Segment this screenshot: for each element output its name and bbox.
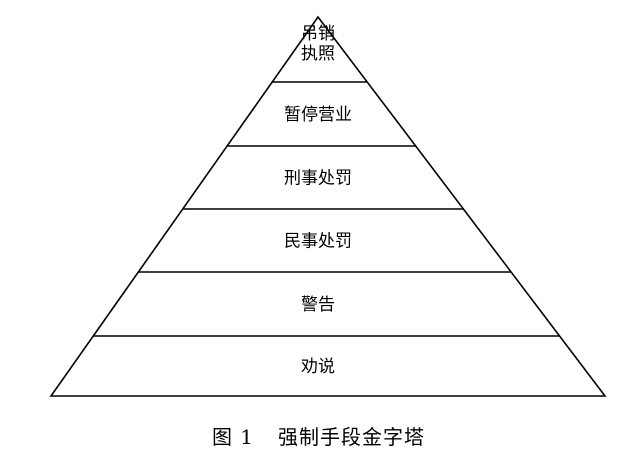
figure-caption: 图 1 强制手段金字塔 bbox=[0, 424, 637, 450]
caption-text: 强制手段金字塔 bbox=[278, 425, 426, 449]
level-label: 劝说 bbox=[301, 357, 335, 377]
level-label-line: 吊销 bbox=[301, 24, 335, 44]
level-label: 民事处罚 bbox=[284, 232, 352, 252]
level-label-line: 执照 bbox=[301, 44, 335, 64]
caption-label: 图 1 bbox=[211, 425, 255, 449]
level-label: 刑事处罚 bbox=[284, 169, 352, 189]
level-dividers bbox=[93, 81, 560, 337]
pyramid-level-6: 劝说 bbox=[301, 357, 335, 377]
level-label: 暂停营业 bbox=[284, 105, 352, 125]
pyramid-level-2: 暂停营业 bbox=[284, 105, 352, 125]
pyramid-outline bbox=[49, 15, 607, 397]
pyramid-level-5: 警告 bbox=[301, 295, 335, 315]
level-label: 警告 bbox=[301, 295, 335, 315]
pyramid-level-4: 民事处罚 bbox=[284, 232, 352, 252]
pyramid-level-3: 刑事处罚 bbox=[284, 169, 352, 189]
